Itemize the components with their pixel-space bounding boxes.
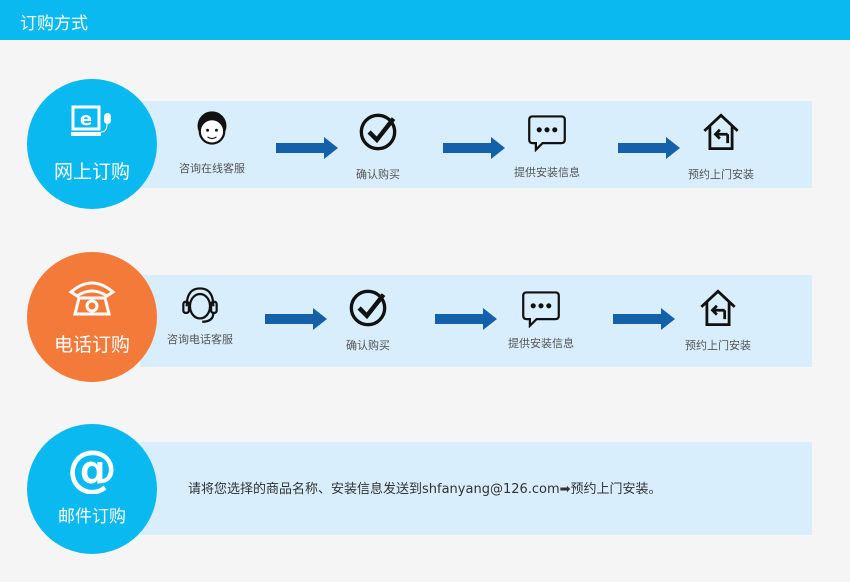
- step-label: 咨询电话客服: [167, 333, 233, 346]
- svg-text:@: @: [67, 444, 117, 494]
- check-circle-icon: [359, 113, 397, 151]
- step-online-2: 确认购买: [323, 112, 433, 182]
- step-label: 确认购买: [356, 168, 400, 181]
- step-label: 咨询在线客服: [179, 162, 245, 175]
- customer-service-woman-icon: [197, 111, 227, 145]
- svg-text:e: e: [80, 109, 92, 130]
- step-online-1: 咨询在线客服: [157, 108, 267, 176]
- email-order-band: [140, 442, 812, 535]
- step-online-3: 提供安装信息: [492, 112, 602, 180]
- at-sign-icon: @: [67, 444, 117, 494]
- chat-bubble-icon: [522, 291, 560, 328]
- arrow-right-icon: [443, 137, 505, 159]
- email-order-title: 邮件订购: [58, 507, 126, 527]
- header-bar: 订购方式: [0, 0, 850, 40]
- step-phone-1: 咨询电话客服: [145, 284, 255, 347]
- step-label: 预约上门安装: [688, 168, 754, 181]
- step-label: 提供安装信息: [514, 166, 580, 179]
- arrow-right-icon: [618, 137, 680, 159]
- chat-bubble-icon: [528, 115, 566, 152]
- phone-order-circle: 电话订购: [27, 252, 157, 382]
- email-order-instructions: 请将您选择的商品名称、安装信息发送到shfanyang@126.com➡预约上门…: [188, 482, 662, 497]
- check-circle-icon: [349, 289, 387, 327]
- online-order-title: 网上订购: [53, 161, 130, 183]
- home-return-icon: [700, 289, 736, 327]
- telephone-icon: [68, 281, 116, 316]
- arrow-right-icon: [613, 308, 675, 330]
- page-title: 订购方式: [20, 14, 88, 34]
- step-label: 预约上门安装: [685, 339, 751, 352]
- arrow-right-icon: [276, 137, 338, 159]
- online-order-circle: e 网上订购: [27, 79, 157, 209]
- headset-icon: [182, 287, 218, 323]
- arrow-right-icon: [265, 308, 327, 330]
- step-phone-3: 提供安装信息: [486, 288, 596, 351]
- email-order-circle: @ 邮件订购: [27, 424, 157, 554]
- step-label: 提供安装信息: [508, 337, 574, 350]
- step-online-4: 预约上门安装: [666, 112, 776, 182]
- computer-mouse-icon: e: [71, 105, 111, 136]
- step-label: 确认购买: [346, 339, 390, 352]
- phone-order-title: 电话订购: [53, 334, 130, 356]
- step-phone-2: 确认购买: [313, 288, 423, 353]
- arrow-right-icon: [435, 308, 497, 330]
- home-return-icon: [703, 113, 739, 151]
- step-phone-4: 预约上门安装: [663, 288, 773, 353]
